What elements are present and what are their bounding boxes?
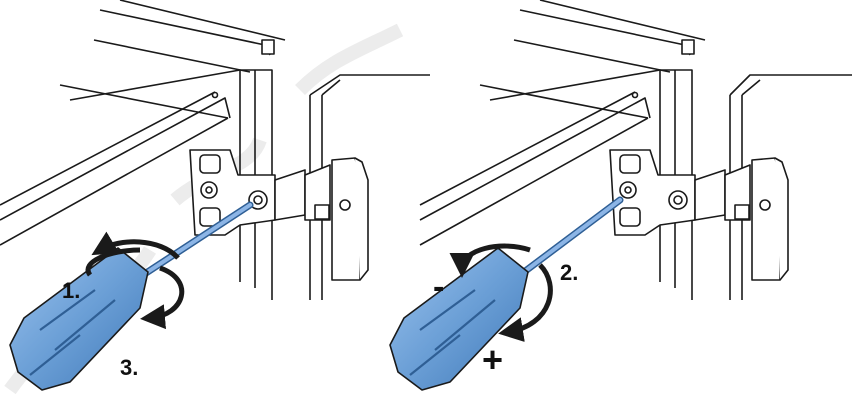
screwdriver-icon bbox=[389, 196, 624, 391]
hinge-icon bbox=[609, 149, 789, 281]
step-label-3: 3. bbox=[120, 355, 138, 380]
cabinet-frame bbox=[419, 0, 706, 300]
rotate-arrow-icon bbox=[498, 263, 553, 342]
minus-sign: - bbox=[433, 268, 444, 306]
step-label-2: 2. bbox=[560, 260, 578, 285]
right-panel bbox=[389, 0, 852, 391]
hinge-icon bbox=[189, 149, 369, 281]
rotate-arrow-icon bbox=[449, 243, 531, 278]
left-panel bbox=[0, 0, 430, 391]
plus-sign: + bbox=[482, 339, 503, 380]
cabinet-frame bbox=[0, 0, 286, 300]
step-label-1: 1. bbox=[62, 278, 80, 303]
rotate-arrow-icon bbox=[85, 247, 185, 318]
